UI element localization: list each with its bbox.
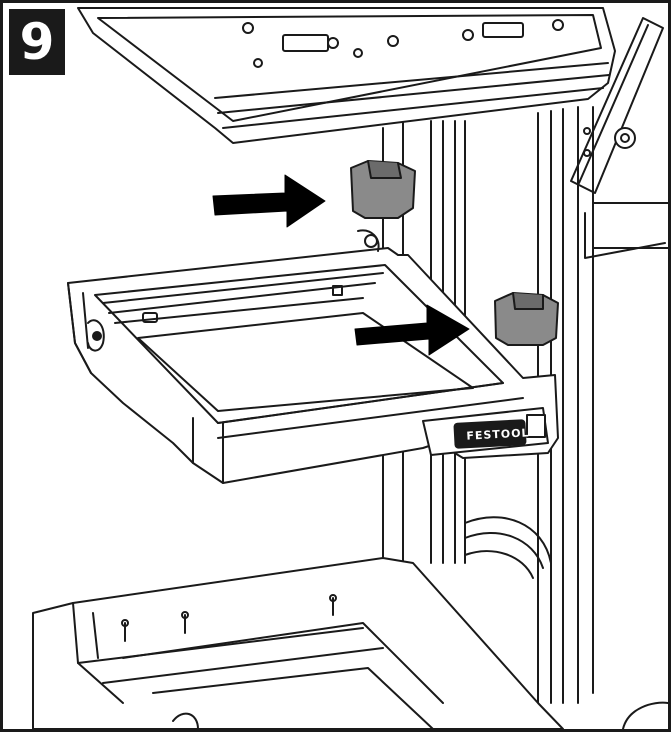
arrow-lower-right-icon [354, 304, 470, 356]
brand-latch-label: FESTOOL [466, 426, 530, 443]
step-number-badge: 9 [9, 9, 65, 75]
upper-mounting-clip [350, 160, 416, 236]
assembly-illustration [32, 7, 668, 729]
lower-tray [32, 557, 564, 729]
drawer-tray [67, 229, 559, 484]
lower-mounting-clip [494, 292, 559, 346]
wheel [622, 701, 668, 729]
upper-tray [77, 7, 616, 144]
arrow-upper-right-icon [212, 174, 326, 228]
hose-loop [464, 516, 552, 579]
